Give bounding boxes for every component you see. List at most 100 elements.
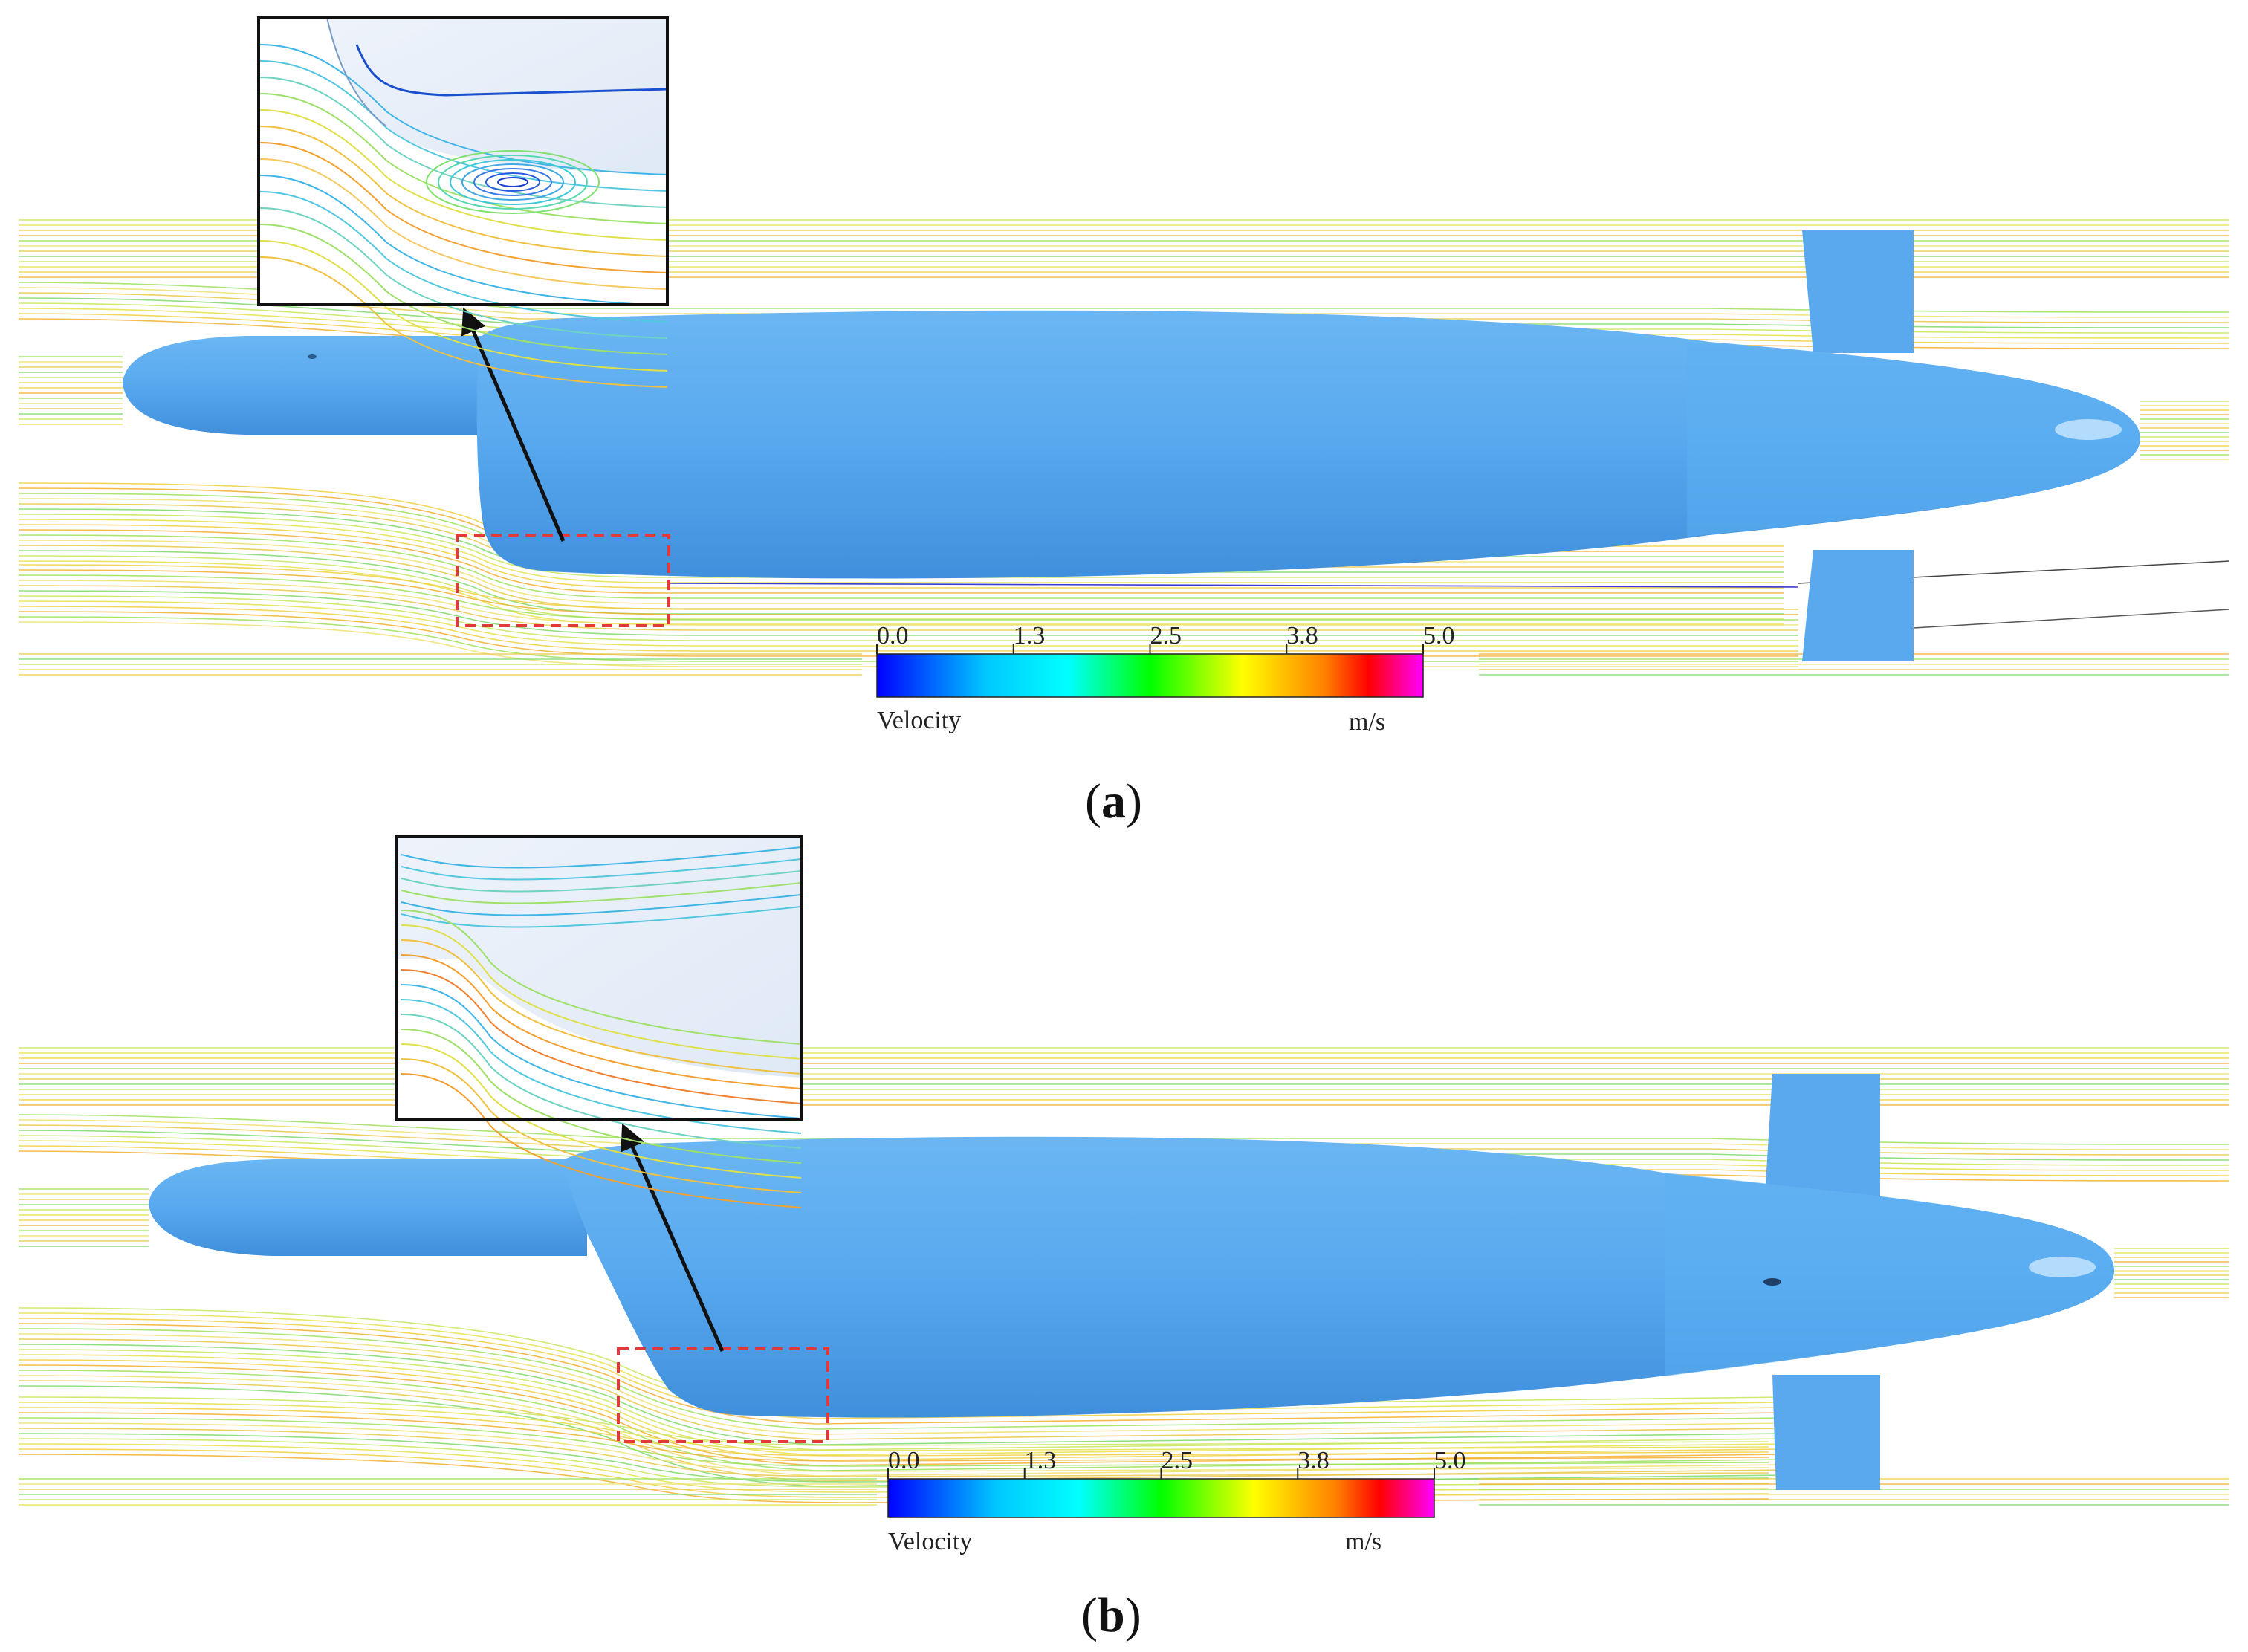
- streamline: [401, 939, 802, 1075]
- vortex-ring: [485, 172, 540, 192]
- zoom-arrow-panel-a: [461, 307, 566, 542]
- streamline: [18, 1428, 1769, 1477]
- streamline: [259, 142, 668, 273]
- streamline: [18, 590, 1798, 636]
- streamline: [1913, 609, 2230, 629]
- streamline: [18, 1338, 1784, 1440]
- streamline: [18, 534, 1784, 599]
- streamline: [18, 519, 1784, 583]
- streamline: [18, 1364, 1784, 1466]
- panel-label-b: (b): [1081, 1588, 1141, 1642]
- tail-fin-upper: [1802, 230, 1914, 353]
- vortex-ring: [497, 177, 528, 187]
- streamline: [18, 1407, 1769, 1457]
- nose-pod: [123, 336, 490, 435]
- colorbar-tick-label: 2.5: [1150, 622, 1182, 650]
- streamline: [401, 924, 802, 1060]
- streamline: [259, 175, 668, 306]
- streamline: [18, 529, 1784, 594]
- streamline: [259, 60, 668, 192]
- streamline: [18, 1323, 1784, 1425]
- streamline: [401, 1058, 802, 1193]
- streamline: [18, 1396, 1769, 1446]
- streamline: [18, 1454, 1769, 1503]
- streamline: [401, 910, 802, 1045]
- inset-panel-b: [395, 835, 803, 1208]
- streamline: [401, 984, 802, 1119]
- colorbar-tick-label: 2.5: [1162, 1447, 1193, 1474]
- streamline: [18, 574, 1798, 621]
- streamline: [18, 616, 1798, 662]
- vortex-ring: [450, 159, 576, 205]
- streamline: [401, 954, 802, 1089]
- vortex-ring: [426, 150, 600, 214]
- streamline: [18, 564, 1798, 610]
- colorbar-gradient-panel-a: [876, 653, 1424, 698]
- streamline: [18, 621, 1798, 667]
- hull-dot: [1763, 1278, 1781, 1286]
- streamline: [259, 93, 668, 224]
- streamline: [18, 611, 1798, 657]
- streamline: [18, 1370, 1784, 1471]
- colorbar-unit-panel-a: m/s: [1349, 708, 1385, 736]
- vortex-ring: [438, 155, 588, 210]
- hull-aft-section: [1665, 1173, 2114, 1376]
- streamline: [18, 1433, 1769, 1483]
- streamline: [18, 600, 1798, 647]
- highlight-box-panel-a: [456, 534, 670, 627]
- streamline: [18, 1359, 1784, 1461]
- streamline: [401, 1043, 802, 1179]
- hull-aft-section: [1687, 342, 2140, 537]
- streamline: [18, 1417, 1769, 1467]
- tail-fin-upper: [1765, 1074, 1880, 1196]
- streamline: [18, 1443, 1769, 1493]
- streamline: [18, 524, 1784, 589]
- tail-fin-lower: [1772, 1375, 1880, 1490]
- inset-panel-a: [257, 16, 669, 388]
- streamline: [18, 1412, 1769, 1462]
- nose-pod-dot: [308, 354, 317, 359]
- streamline: [18, 1328, 1784, 1430]
- colorbar-unit-panel-b: m/s: [1345, 1528, 1381, 1555]
- streamline: [259, 207, 668, 339]
- streamline: [18, 1422, 1769, 1472]
- colorbar-tick-label: 1.3: [1025, 1447, 1057, 1474]
- panel-label-a: (a): [1085, 774, 1142, 829]
- inset-frame-panel-a: [257, 16, 669, 306]
- streamline: [401, 894, 802, 916]
- streamline: [18, 514, 1784, 578]
- vortex-ring: [473, 168, 552, 196]
- streamline: [18, 1448, 1769, 1498]
- streamline: [18, 1402, 1769, 1451]
- streamline: [259, 240, 668, 372]
- hull-glint: [2055, 419, 2122, 440]
- streamline: [18, 1354, 1784, 1456]
- streamline: [401, 969, 802, 1104]
- streamline: [259, 158, 668, 290]
- streamline: [401, 846, 802, 869]
- colorbar-tick-label: 5.0: [1434, 1447, 1466, 1474]
- inset-frame-panel-b: [395, 835, 803, 1121]
- streamline: [18, 1344, 1784, 1445]
- streamline: [401, 1014, 802, 1149]
- hull-glint: [2029, 1257, 2096, 1277]
- streamline: [259, 77, 668, 208]
- streamline: [401, 858, 802, 881]
- streamline: [18, 282, 2230, 313]
- colorbar-tick-label: 3.8: [1298, 1447, 1329, 1474]
- streamline: [401, 999, 802, 1134]
- colorbar-tick-label: 3.8: [1286, 622, 1318, 650]
- streamline: [259, 126, 668, 257]
- colorbar-title-panel-a: Velocity: [877, 707, 961, 734]
- zoom-arrow-panel-b: [621, 1123, 725, 1353]
- streamline: [259, 224, 668, 355]
- streamline: [401, 1073, 802, 1208]
- streamline: [18, 585, 1798, 631]
- streamline: [18, 1375, 1784, 1477]
- streamline: [668, 583, 1799, 588]
